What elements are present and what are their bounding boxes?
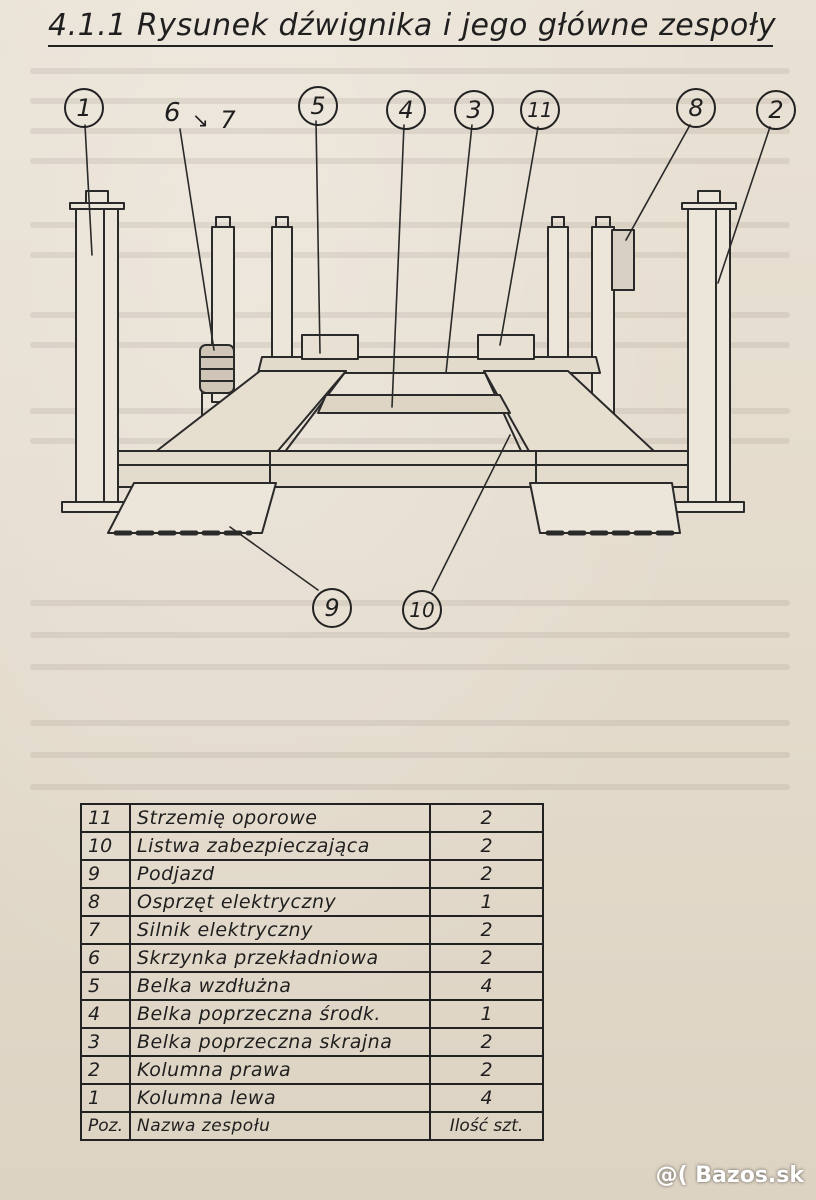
middle-cross-beam xyxy=(317,394,511,414)
rear-cross-beam xyxy=(257,334,601,374)
name-cell: Silnik elektryczny xyxy=(128,915,431,945)
callout-10: 10 xyxy=(402,590,442,630)
bleed-through-line xyxy=(30,222,790,228)
table-row: 11 Strzemię oporowe 2 xyxy=(80,803,545,833)
table-row: 6 Skrzynka przekładniowa 2 xyxy=(80,943,545,973)
motor-gearbox xyxy=(199,344,235,416)
pos-cell: 6 xyxy=(80,943,131,973)
bleed-through-line xyxy=(30,68,790,74)
lift-drawing xyxy=(61,120,771,592)
parts-table: 11 Strzemię oporowe 2 10 Listwa zabezpie… xyxy=(80,803,545,1141)
front-cross-beam xyxy=(117,450,689,488)
table-row: 1 Kolumna lewa 4 xyxy=(80,1083,545,1113)
qty-cell: 2 xyxy=(428,915,545,945)
name-cell: Belka poprzeczna środk. xyxy=(128,999,431,1029)
qty-cell: 4 xyxy=(428,971,545,1001)
qty-cell: 2 xyxy=(428,1027,545,1057)
name-cell: Belka wzdłużna xyxy=(128,971,431,1001)
name-cell: Kolumna prawa xyxy=(128,1055,431,1085)
table-row: 4 Belka poprzeczna środk. 1 xyxy=(80,999,545,1029)
name-cell: Kolumna lewa xyxy=(128,1083,431,1113)
callout-8: 8 xyxy=(676,88,716,128)
callout-11: 11 xyxy=(520,90,560,130)
callout-1: 1 xyxy=(64,88,104,128)
pos-cell: 9 xyxy=(80,859,131,889)
table-row: 3 Belka poprzeczna skrajna 2 xyxy=(80,1027,545,1057)
header-name: Nazwa zespołu xyxy=(128,1111,431,1141)
name-cell: Strzemię oporowe xyxy=(128,803,431,833)
pos-cell: 10 xyxy=(80,831,131,861)
bleed-through-line xyxy=(30,720,790,726)
pos-cell: 1 xyxy=(80,1083,131,1113)
bleed-through-line xyxy=(30,664,790,670)
callout-6: 6 xyxy=(164,98,181,128)
pos-cell: 2 xyxy=(80,1055,131,1085)
bleed-through-line xyxy=(30,312,790,318)
callout-5: 5 xyxy=(298,86,338,126)
table-row: 5 Belka wzdłużna 4 xyxy=(80,971,545,1001)
leader-lines xyxy=(84,120,771,592)
table-row: 8 Osprzęt elektryczny 1 xyxy=(80,887,545,917)
name-cell: Podjazd xyxy=(128,859,431,889)
header-qty: Ilość szt. xyxy=(428,1111,545,1141)
bleed-through-line xyxy=(30,438,790,444)
name-cell: Belka poprzeczna skrajna xyxy=(128,1027,431,1057)
pos-cell: 4 xyxy=(80,999,131,1029)
bleed-through-line xyxy=(30,752,790,758)
header-pos: Poz. xyxy=(80,1111,131,1141)
name-cell: Osprzęt elektryczny xyxy=(128,887,431,917)
bleed-through-line xyxy=(30,632,790,638)
table-row: 2 Kolumna prawa 2 xyxy=(80,1055,545,1085)
bazos-watermark: @( Bazos.sk xyxy=(655,1163,804,1188)
qty-cell: 1 xyxy=(428,999,545,1029)
qty-cell: 2 xyxy=(428,803,545,833)
callout-4: 4 xyxy=(386,90,426,130)
callout-2: 2 xyxy=(756,90,796,130)
electrical-box xyxy=(611,229,635,291)
table-row: 10 Listwa zabezpieczająca 2 xyxy=(80,831,545,861)
pos-cell: 7 xyxy=(80,915,131,945)
table-row: 7 Silnik elektryczny 2 xyxy=(80,915,545,945)
pos-cell: 8 xyxy=(80,887,131,917)
qty-cell: 2 xyxy=(428,943,545,973)
bleed-through-line xyxy=(30,342,790,348)
qty-cell: 2 xyxy=(428,831,545,861)
ramps xyxy=(107,482,681,536)
callout-7: 7 xyxy=(220,106,236,134)
bleed-through-line xyxy=(30,784,790,790)
bleed-through-line xyxy=(30,128,790,134)
callout-9: 9 xyxy=(312,588,352,628)
name-cell: Skrzynka przekładniowa xyxy=(128,943,431,973)
qty-cell: 1 xyxy=(428,887,545,917)
table-header-row: Poz. Nazwa zespołu Ilość szt. xyxy=(80,1111,545,1141)
qty-cell: 2 xyxy=(428,859,545,889)
bleed-through-line xyxy=(30,252,790,258)
page-title: 4.1.1 Rysunek dźwignika i jego główne ze… xyxy=(48,8,777,43)
left-front-column xyxy=(61,190,133,513)
name-cell: Listwa zabezpieczająca xyxy=(128,831,431,861)
title-underline xyxy=(48,45,773,47)
callout-connector: ↘ xyxy=(192,108,209,132)
qty-cell: 2 xyxy=(428,1055,545,1085)
callout-3: 3 xyxy=(454,90,494,130)
bleed-through-line xyxy=(30,158,790,164)
pos-cell: 5 xyxy=(80,971,131,1001)
pos-cell: 11 xyxy=(80,803,131,833)
right-front-column xyxy=(673,190,745,513)
qty-cell: 4 xyxy=(428,1083,545,1113)
pos-cell: 3 xyxy=(80,1027,131,1057)
table-row: 9 Podjazd 2 xyxy=(80,859,545,889)
